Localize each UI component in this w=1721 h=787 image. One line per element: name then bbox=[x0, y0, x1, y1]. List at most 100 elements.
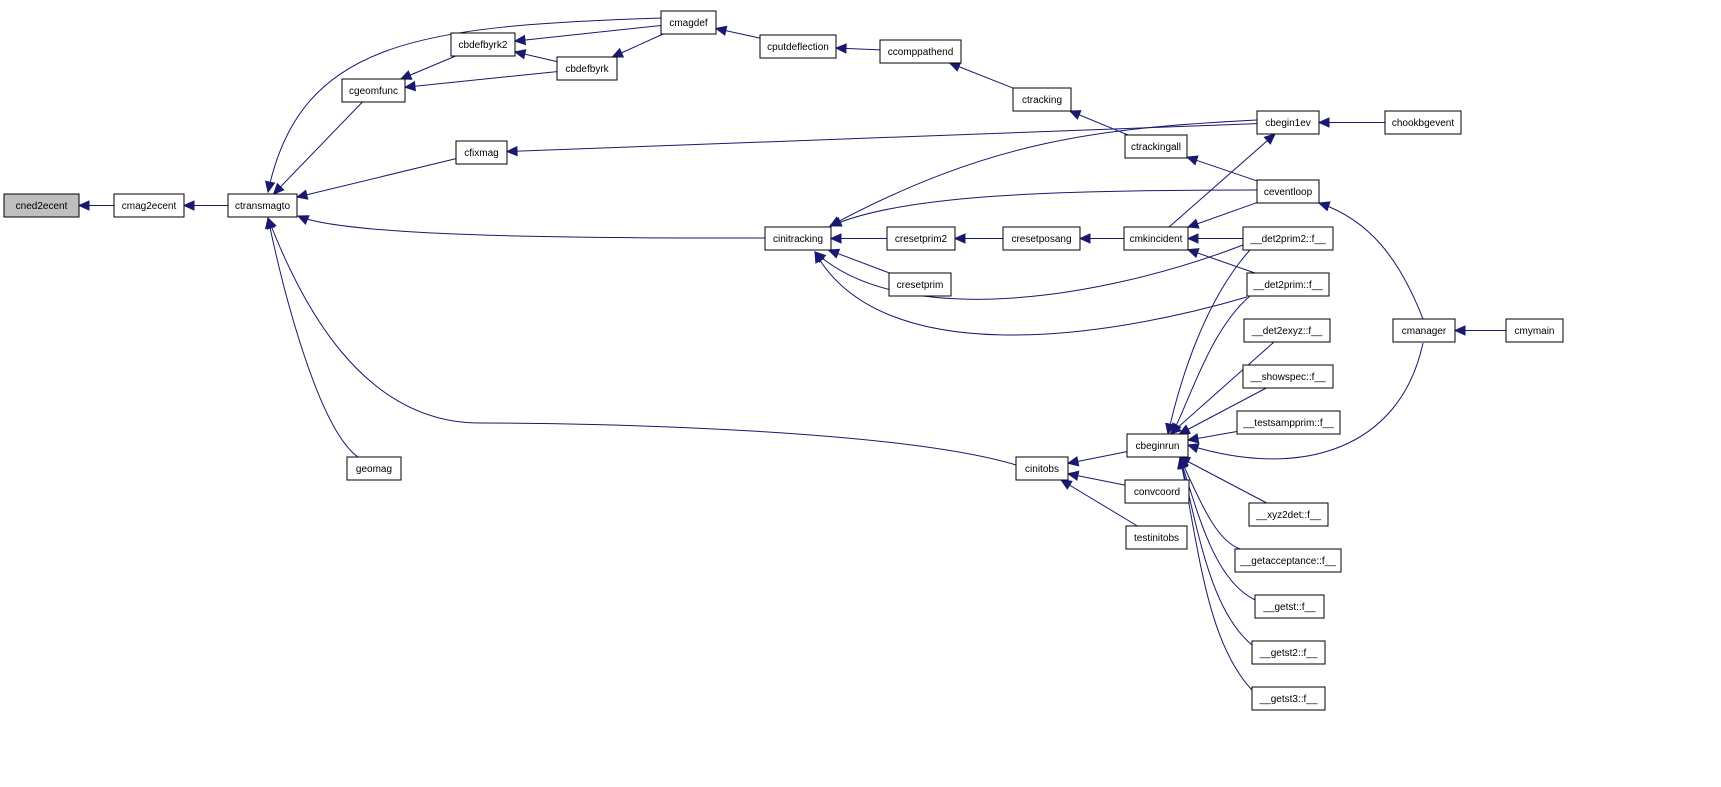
node-cfixmag[interactable]: cfixmag bbox=[455, 140, 508, 165]
node-det2prim2[interactable]: __det2prim2::f__ bbox=[1242, 226, 1334, 251]
arrowhead bbox=[834, 43, 847, 54]
node-box bbox=[346, 456, 402, 481]
edge-getacceptance-to-cbeginrun bbox=[1179, 457, 1241, 550]
edge-ctracking-to-ccomppathend bbox=[949, 62, 1014, 89]
node-box bbox=[227, 193, 298, 218]
node-box bbox=[886, 226, 956, 251]
node-ctracking[interactable]: ctracking bbox=[1012, 87, 1072, 112]
node-label: cned2ecent bbox=[16, 201, 68, 212]
node-det2prim[interactable]: __det2prim::f__ bbox=[1246, 272, 1330, 297]
node-convcoord[interactable]: convcoord bbox=[1124, 479, 1190, 504]
node-box bbox=[1256, 179, 1320, 204]
arrowhead bbox=[399, 70, 413, 80]
node-getst2[interactable]: __getst2::f__ bbox=[1251, 640, 1326, 665]
node-cmymain[interactable]: cmymain bbox=[1505, 318, 1564, 343]
node-label: testinitobs bbox=[1134, 533, 1179, 544]
node-cbeginrun[interactable]: cbeginrun bbox=[1126, 433, 1189, 458]
node-cresetposang[interactable]: cresetposang bbox=[1002, 226, 1081, 251]
node-label: cmagdef bbox=[669, 18, 708, 29]
node-ctransmagto[interactable]: ctransmagto bbox=[227, 193, 298, 218]
arrowhead bbox=[513, 49, 527, 60]
node-cgeomfunc[interactable]: cgeomfunc bbox=[341, 78, 406, 103]
arrowhead bbox=[1317, 117, 1330, 128]
node-testsampprim[interactable]: __testsampprim::f__ bbox=[1236, 410, 1341, 435]
arrowhead bbox=[1186, 218, 1200, 229]
node-box bbox=[3, 193, 80, 218]
node-xyz2det[interactable]: __xyz2det::f__ bbox=[1248, 502, 1329, 527]
node-getst[interactable]: __getst::f__ bbox=[1254, 594, 1325, 619]
node-cmag2ecent[interactable]: cmag2ecent bbox=[113, 193, 185, 218]
node-cresetprim2[interactable]: cresetprim2 bbox=[886, 226, 956, 251]
node-cmkincident[interactable]: cmkincident bbox=[1123, 226, 1189, 251]
node-chookbgevent[interactable]: chookbgevent bbox=[1384, 110, 1462, 135]
edge-det2exyz-to-cbeginrun bbox=[1170, 341, 1275, 435]
node-cinitobs[interactable]: cinitobs bbox=[1015, 456, 1069, 481]
arrowhead bbox=[1185, 155, 1199, 166]
node-box bbox=[1124, 134, 1188, 159]
node-ccomppathend[interactable]: ccomppathend bbox=[879, 39, 962, 64]
node-box bbox=[1248, 502, 1329, 527]
edge-cfixmag-to-ctransmagto bbox=[296, 158, 457, 198]
node-box bbox=[113, 193, 185, 218]
node-cned2ecent[interactable]: cned2ecent bbox=[3, 193, 80, 218]
node-cbegin1ev[interactable]: cbegin1ev bbox=[1256, 110, 1320, 135]
node-label: __testsampprim::f__ bbox=[1242, 418, 1334, 429]
node-cbdefbyrk2[interactable]: cbdefbyrk2 bbox=[450, 32, 516, 57]
node-label: cinitracking bbox=[773, 234, 823, 245]
node-box bbox=[1012, 87, 1072, 112]
arrowhead bbox=[1078, 233, 1091, 244]
arrowhead bbox=[827, 248, 841, 259]
edge-ceventloop-to-ctrackingall bbox=[1186, 156, 1258, 182]
node-label: cbdefbyrk bbox=[565, 64, 609, 75]
edge-cinitobs-to-ctransmagto bbox=[267, 217, 1017, 466]
edge-det2prim2-to-cbeginrun bbox=[1167, 249, 1251, 435]
node-label: geomag bbox=[356, 464, 392, 475]
node-cbdefbyrk[interactable]: cbdefbyrk bbox=[556, 56, 618, 81]
node-showspec[interactable]: __showspec::f__ bbox=[1242, 364, 1334, 389]
arrowhead bbox=[1060, 479, 1073, 490]
node-ctrackingall[interactable]: ctrackingall bbox=[1124, 134, 1188, 159]
node-box bbox=[1242, 364, 1334, 389]
node-label: ccomppathend bbox=[888, 47, 954, 58]
node-ceventloop[interactable]: ceventloop bbox=[1256, 179, 1320, 204]
edge-getst-to-cbeginrun bbox=[1179, 457, 1256, 601]
node-box bbox=[888, 272, 952, 297]
arrowhead bbox=[953, 233, 966, 244]
edge-det2prim-to-cinitracking bbox=[814, 251, 1248, 336]
node-box bbox=[341, 78, 406, 103]
edge-testinitobs-to-cinitobs bbox=[1060, 479, 1138, 527]
node-testinitobs[interactable]: testinitobs bbox=[1125, 525, 1188, 550]
edge-cresetprim-to-cinitracking bbox=[828, 249, 890, 274]
node-label: cbegin1ev bbox=[1265, 118, 1311, 129]
node-label: cbeginrun bbox=[1136, 441, 1180, 452]
node-cmagdef[interactable]: cmagdef bbox=[660, 10, 717, 35]
edge-cmanager-to-ceventloop bbox=[1318, 202, 1424, 320]
node-box bbox=[1126, 433, 1189, 458]
node-box bbox=[1505, 318, 1564, 343]
arrowhead bbox=[182, 200, 195, 211]
node-getst3[interactable]: __getst3::f__ bbox=[1251, 686, 1326, 711]
node-det2exyz[interactable]: __det2exyz::f__ bbox=[1243, 318, 1331, 343]
node-box bbox=[1125, 525, 1188, 550]
node-box bbox=[879, 39, 962, 64]
arrowhead bbox=[611, 47, 625, 58]
node-geomag[interactable]: geomag bbox=[346, 456, 402, 481]
node-cputdeflection[interactable]: cputdeflection bbox=[759, 34, 837, 59]
node-cinitracking[interactable]: cinitracking bbox=[764, 226, 832, 251]
node-label: cfixmag bbox=[464, 148, 498, 159]
arrowhead bbox=[1186, 248, 1200, 259]
node-label: ctracking bbox=[1022, 95, 1062, 106]
edge-cbdefbyrk-to-cgeomfunc bbox=[404, 71, 558, 88]
node-box bbox=[1236, 410, 1341, 435]
node-cresetprim[interactable]: cresetprim bbox=[888, 272, 952, 297]
arrowhead bbox=[272, 182, 285, 195]
node-getacceptance[interactable]: __getacceptance::f__ bbox=[1234, 548, 1342, 573]
node-cmanager[interactable]: cmanager bbox=[1392, 318, 1456, 343]
node-box bbox=[1254, 594, 1325, 619]
node-label: cresetposang bbox=[1011, 234, 1071, 245]
edge-cgeomfunc-to-ctransmagto bbox=[273, 101, 363, 195]
arrowhead bbox=[948, 61, 962, 72]
node-label: cputdeflection bbox=[767, 42, 829, 53]
edge-geomag-to-ctransmagto bbox=[267, 217, 359, 458]
edge-cmagdef-to-cbdefbyrk2 bbox=[514, 24, 662, 42]
